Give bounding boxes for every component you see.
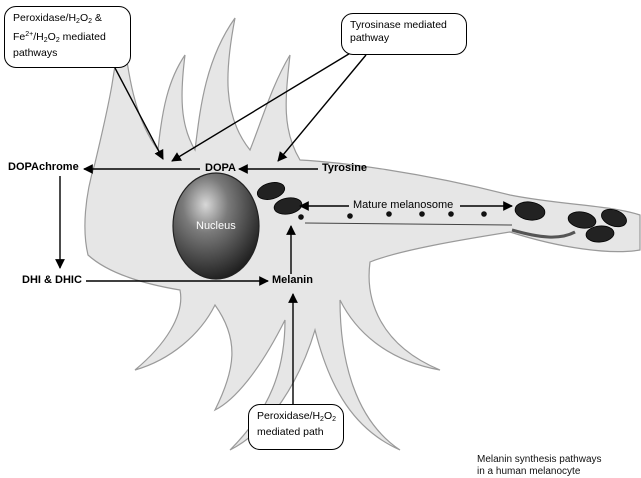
label-tyrosine: Tyrosine <box>322 162 367 174</box>
callout-peroxidase-fe-pathways: Peroxidase/H2O2 & Fe2+/H2O2 mediated pat… <box>4 6 131 68</box>
callout-peroxidase-mediated-path: Peroxidase/H2O2 mediated path <box>248 404 344 450</box>
label-nucleus: Nucleus <box>196 220 236 232</box>
label-dopa: DOPA <box>205 162 236 174</box>
label-melanin: Melanin <box>272 274 313 286</box>
label-dopachrome: DOPAchrome <box>8 161 79 173</box>
label-dhi-dhic: DHI & DHIC <box>22 274 82 286</box>
melanocyte-cell-body <box>85 10 640 450</box>
label-mature-melanosome: Mature melanosome <box>353 199 453 211</box>
figure-caption: Melanin synthesis pathways in a human me… <box>477 454 602 478</box>
callout-tyrosinase-pathway: Tyrosinase mediated pathway <box>341 13 467 55</box>
